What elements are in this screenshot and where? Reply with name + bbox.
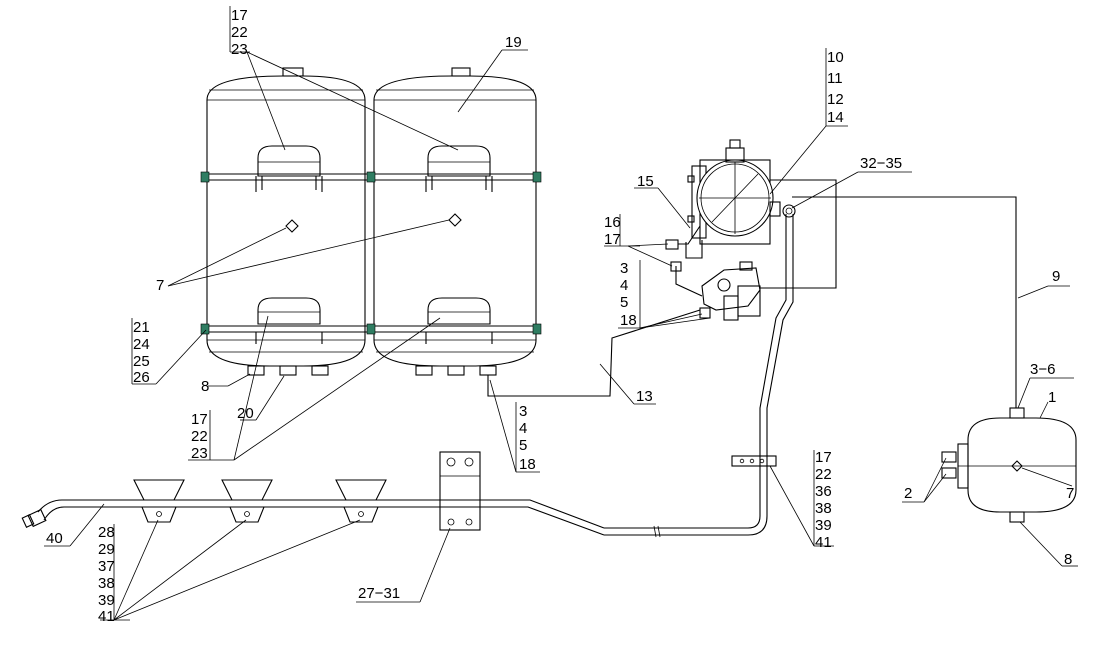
callout-9: 9 xyxy=(1052,268,1060,285)
callout-13: 13 xyxy=(636,388,653,405)
callout-39: 39 xyxy=(98,592,115,609)
callout-18-mid: 18 xyxy=(620,312,637,329)
callout-22-clamp: 22 xyxy=(815,466,832,483)
callout-28: 28 xyxy=(98,524,115,541)
callout-labels: 17 22 23 19 10 11 12 14 32−35 15 16 17 3… xyxy=(46,7,1074,625)
callout-38: 38 xyxy=(98,575,115,592)
callout-22-top: 22 xyxy=(231,24,248,41)
callout-24: 24 xyxy=(133,336,150,353)
tank-straps xyxy=(200,171,542,335)
callout-39-clamp: 39 xyxy=(815,517,832,534)
callout-16: 16 xyxy=(604,214,621,231)
callout-23-top: 23 xyxy=(231,41,248,58)
callout-17-clamp: 17 xyxy=(815,449,832,466)
callout-2: 2 xyxy=(904,485,912,502)
vertical-pipe-clamp xyxy=(731,455,777,467)
brake-chamber xyxy=(687,139,796,245)
callout-4-low: 4 xyxy=(519,420,527,437)
pipe-lines xyxy=(487,179,1017,536)
callout-5-low: 5 xyxy=(519,437,527,454)
callout-11: 11 xyxy=(827,70,843,87)
callout-17-low: 17 xyxy=(191,411,208,428)
callout-41: 41 xyxy=(98,608,115,625)
callout-17-mid: 17 xyxy=(604,231,621,248)
drain-valve-icon xyxy=(448,213,462,227)
air-tank-right xyxy=(373,67,537,376)
drain-valve-icon xyxy=(285,219,299,233)
callout-38-clamp: 38 xyxy=(815,500,832,517)
callout-8-tank: 8 xyxy=(201,378,209,395)
callout-27-31: 27−31 xyxy=(358,585,400,602)
callout-14: 14 xyxy=(827,109,844,126)
mounting-bracket xyxy=(439,451,481,531)
air-tank-left xyxy=(206,67,366,376)
callout-17-top: 17 xyxy=(231,7,248,24)
callout-37: 37 xyxy=(98,558,115,575)
relay-valve xyxy=(699,261,761,321)
callout-7-small: 7 xyxy=(1066,485,1074,502)
callout-32-35: 32−35 xyxy=(860,155,902,172)
callout-19: 19 xyxy=(505,34,522,51)
callout-7-tanks: 7 xyxy=(156,277,164,294)
callout-12: 12 xyxy=(827,91,844,108)
drain-valve-icon xyxy=(1011,460,1023,472)
callout-4-mid: 4 xyxy=(620,277,628,294)
callout-23-low: 23 xyxy=(191,445,208,462)
callout-1: 1 xyxy=(1048,389,1056,406)
callout-26: 26 xyxy=(133,369,150,386)
callout-22-low: 22 xyxy=(191,428,208,445)
callout-5-mid: 5 xyxy=(620,294,628,311)
callout-3-6: 3−6 xyxy=(1030,361,1055,378)
callout-40: 40 xyxy=(46,530,63,547)
pipe-clamps xyxy=(133,479,387,523)
callout-15: 15 xyxy=(637,173,654,190)
callout-21: 21 xyxy=(133,319,150,336)
callout-8-small: 8 xyxy=(1064,551,1072,568)
callout-41-clamp: 41 xyxy=(815,534,832,551)
small-air-tank xyxy=(941,407,1077,523)
callout-3-mid: 3 xyxy=(620,260,628,277)
main-pipe xyxy=(21,499,661,538)
callout-25: 25 xyxy=(133,353,150,370)
callout-10: 10 xyxy=(827,49,844,66)
callout-29: 29 xyxy=(98,541,115,558)
callout-36-clamp: 36 xyxy=(815,483,832,500)
callout-18-low: 18 xyxy=(519,456,536,473)
callout-3-low: 3 xyxy=(519,403,527,420)
callout-20: 20 xyxy=(237,405,254,422)
leader-lines xyxy=(44,6,1078,621)
